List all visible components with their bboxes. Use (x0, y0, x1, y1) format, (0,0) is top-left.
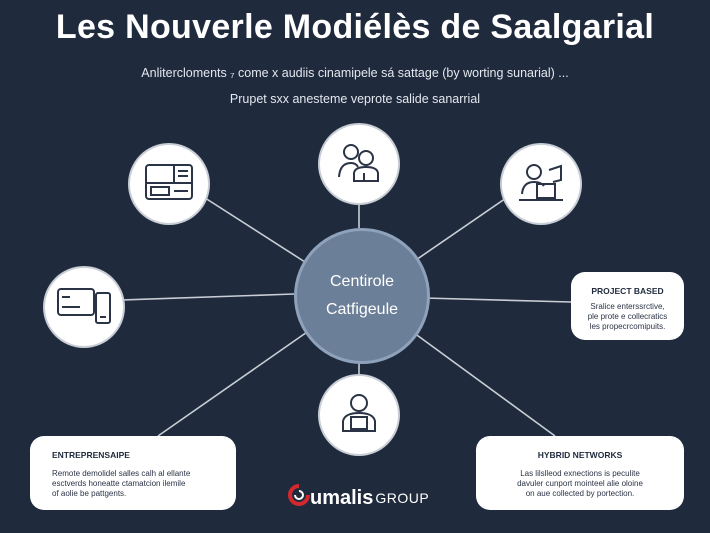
connector-bottom-left (157, 329, 311, 437)
card-line: Remote demolidel salles calh al ellante (52, 469, 191, 478)
connector-top-left (201, 195, 306, 263)
card-project-based: PROJECT BASED Sralice enterssrctive, ple… (571, 272, 684, 340)
logo-group: GROUP (375, 490, 430, 506)
umalis-logo: umalis GROUP (288, 484, 429, 512)
card-text: Remote demolidel salles calh al ellante … (52, 469, 222, 499)
node-bottom (320, 376, 398, 454)
card-line: Sralice enterssrctive, (590, 302, 665, 311)
layout-panels-icon (144, 163, 194, 206)
connector-left (122, 293, 295, 301)
connector-right (423, 297, 572, 303)
card-heading: HYBRID NETWORKS (537, 450, 623, 460)
card-line: davuler cunport mointeel alie oloine (517, 479, 643, 488)
page-title: Les Nouverle Modiélès de Saalgarial (55, 8, 655, 46)
card-and-phone-icon (56, 285, 112, 330)
connector-bottom-right (409, 329, 556, 437)
logo-brand: umalis (310, 486, 374, 509)
node-top (320, 125, 398, 203)
connector-top-right (412, 195, 510, 263)
card-line: les propecrcomipuits. (589, 322, 666, 331)
card-heading: PROJECT BASED (591, 286, 664, 296)
card-line: of aolie be pattgents. (52, 489, 127, 498)
card-line: esctverds honeatte ctamatcion ilemile (52, 479, 186, 488)
card-text: Las lilslleod exnections is peculite dav… (495, 469, 665, 499)
subtitle-line-2: Prupet sxx anesteme veprote salide sanar… (229, 92, 481, 106)
node-left (45, 268, 123, 346)
card-hybrid-networks: HYBRID NETWORKS Las lilslleod exnections… (476, 436, 684, 510)
center-label-line-2: Catfigeule (325, 301, 399, 318)
center-hub: Centirole Catfigeule (294, 228, 430, 364)
subtitle-line-1: Anlitercloments ₇ come x audiis cinamipe… (141, 66, 569, 80)
card-line: Las lilslleod exnections is peculite (520, 469, 640, 478)
card-text: Sralice enterssrctive, ple prote e colle… (571, 302, 684, 332)
center-label-line-1: Centirole (329, 273, 395, 290)
person-badge-icon (337, 391, 381, 440)
card-line: ple prote e collecratics (587, 312, 668, 321)
people-meeting-icon (336, 141, 382, 188)
card-heading: ENTREPRENSAIPE (52, 450, 130, 460)
card-entreprensaipe: ENTREPRENSAIPE Remote demolidel salles c… (30, 436, 236, 510)
node-top-right (502, 145, 580, 223)
node-top-left (130, 145, 208, 223)
person-at-desk-icon (517, 160, 565, 209)
card-line: on aue collected by portection. (525, 489, 635, 498)
swirl-logo-icon (288, 484, 310, 512)
